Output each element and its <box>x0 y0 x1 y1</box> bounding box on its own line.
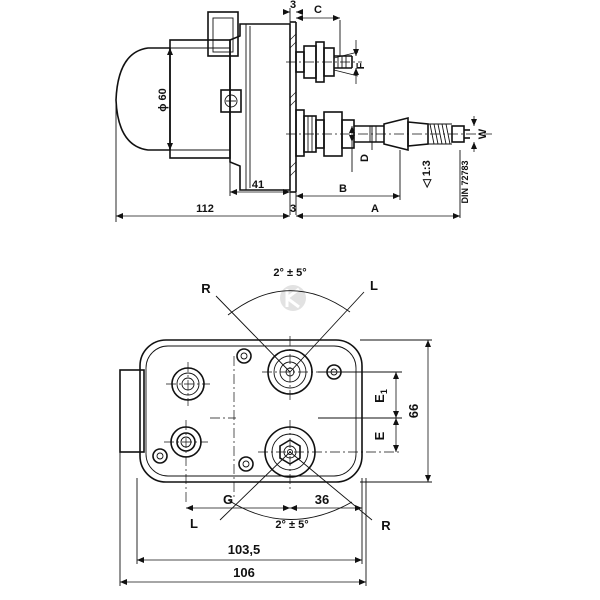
dim-c: C <box>314 4 322 16</box>
dim-36: 36 <box>315 492 329 507</box>
dim-w: W <box>477 128 489 139</box>
label-l-bottom: L <box>190 516 198 531</box>
dim-e: E <box>372 431 387 440</box>
label-l-top: L <box>370 278 378 293</box>
dim-f: F <box>355 62 367 69</box>
dim-b: B <box>339 183 347 195</box>
dim-3-bottom: 3 <box>290 203 296 215</box>
mounting-screws <box>152 348 342 472</box>
dim-e1: E1 <box>372 389 389 403</box>
boss-lower-left <box>164 420 208 502</box>
boss-upper-centre <box>262 336 318 400</box>
dim-g: G <box>223 492 233 507</box>
upper-stud <box>286 41 362 83</box>
dim-66: 66 <box>406 404 421 418</box>
angle-label-bottom: 2° ± 5° <box>275 519 308 531</box>
boss-output-spindle <box>258 420 400 490</box>
angle-arcs <box>215 290 373 521</box>
flange-hatch <box>289 33 297 177</box>
dim-d: D <box>359 154 371 162</box>
label-r-bottom: R <box>381 518 391 533</box>
watermark-logo <box>280 285 306 311</box>
motor-housing <box>115 11 242 159</box>
dim-112: 112 <box>196 203 214 215</box>
dim-106: 106 <box>233 565 255 580</box>
gearbox-housing <box>229 21 297 193</box>
plan-view: 2° ± 5° 2° ± 5° R L L R <box>119 267 432 586</box>
dim-a: A <box>371 203 379 215</box>
dim-103-5: 103,5 <box>228 542 261 557</box>
dim-41: 41 <box>252 179 264 191</box>
taper-note: ◁ 1:3 <box>421 160 433 188</box>
angle-label-top: 2° ± 5° <box>273 267 306 279</box>
housing-outline <box>119 339 363 483</box>
label-r-top: R <box>201 281 211 296</box>
boss-upper-left <box>166 362 210 406</box>
dim-diameter-60: ϕ 60 <box>157 88 169 112</box>
dim-3-top: 3 <box>290 0 296 11</box>
din-norm: DIN 72783 <box>460 160 470 203</box>
output-spindle <box>286 109 492 157</box>
side-view: 3 C F ϕ 60 W D ◁ 1:3 DIN 72783 41 B 112 … <box>115 0 492 222</box>
